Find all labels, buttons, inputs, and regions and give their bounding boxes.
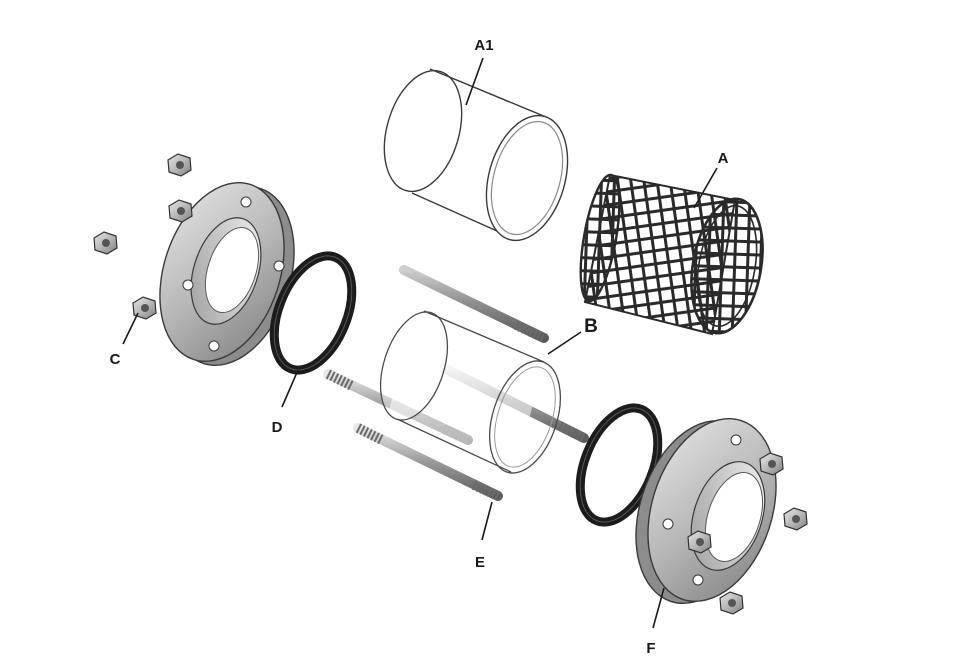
right-flange-f: [635, 417, 777, 605]
hex-nut-1: [167, 153, 192, 177]
label-a1: A1: [474, 37, 493, 54]
label-e: E: [475, 554, 485, 571]
hex-nut-2: [168, 199, 193, 223]
left-flange: [159, 181, 295, 367]
leader-d: [281, 369, 299, 408]
tie-rod-top: [399, 265, 549, 343]
hex-nut-6: [687, 530, 712, 554]
leader-e: [481, 501, 493, 541]
label-d: D: [272, 419, 283, 436]
hex-nut-4: [132, 296, 157, 320]
mesh-basket-a: [579, 173, 764, 336]
leader-b: [547, 331, 582, 355]
leader-a1: [465, 57, 484, 106]
hex-nut-8: [719, 591, 744, 615]
label-b: B: [584, 316, 598, 337]
hex-nut-3: [93, 231, 118, 255]
transparent-tube-b: [379, 310, 561, 474]
leader-c: [122, 312, 139, 345]
hex-nut-5: [759, 452, 784, 476]
transparent-sleeve-a1: [383, 68, 569, 242]
tie-rod-e: [353, 423, 503, 501]
label-a: A: [718, 150, 729, 167]
leader-f: [652, 587, 665, 629]
label-c: C: [110, 351, 121, 368]
leader-a: [693, 167, 718, 209]
hex-nut-7: [783, 507, 808, 531]
label-f: F: [646, 640, 655, 657]
gasket-d: [269, 251, 357, 375]
